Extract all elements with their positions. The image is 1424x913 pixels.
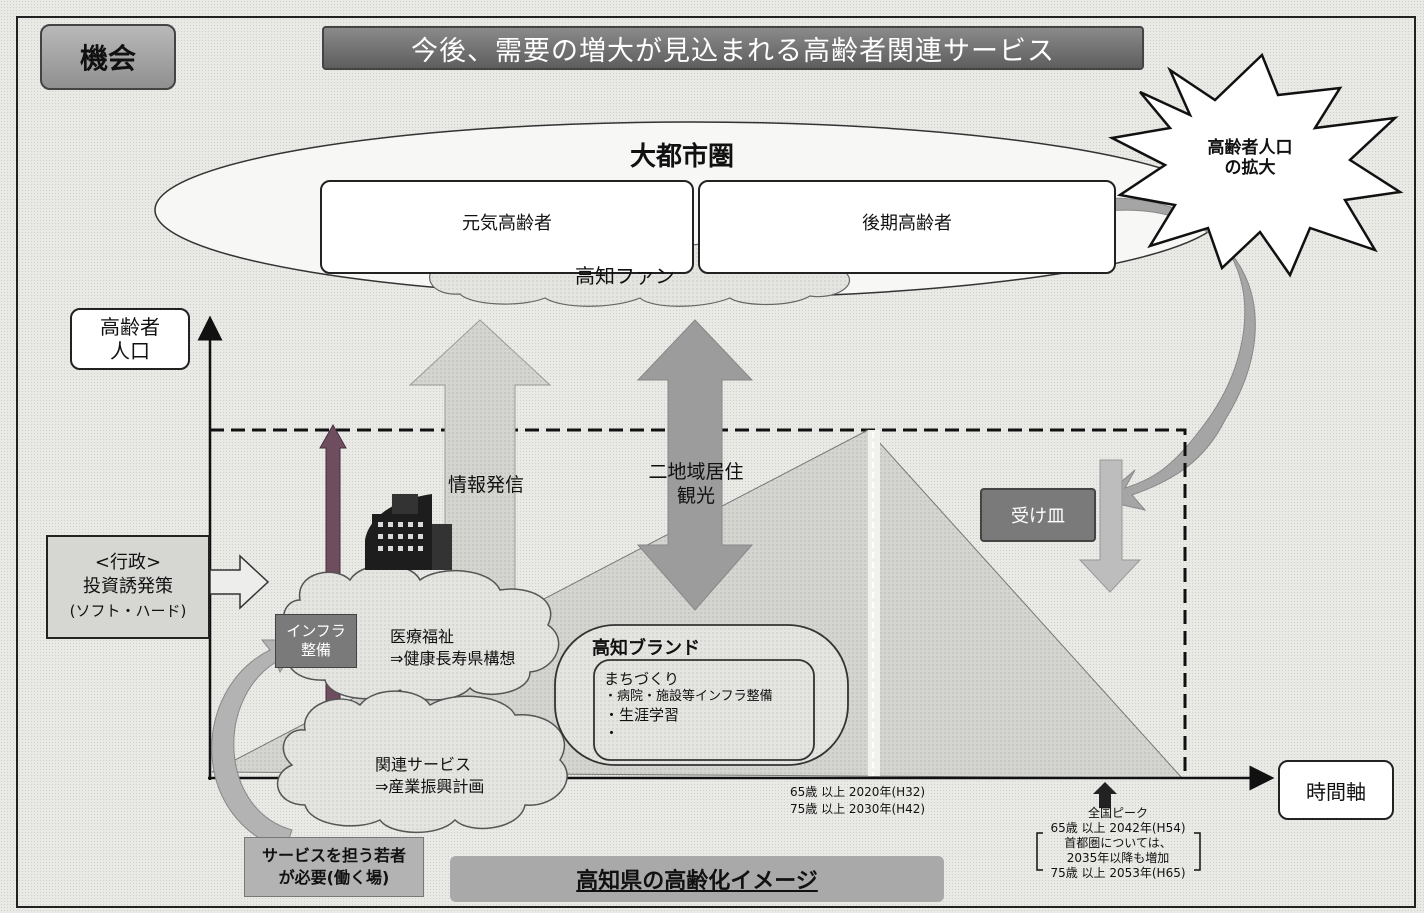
youth-box: サービスを担う若者 が必要(働く場) [244, 837, 424, 897]
dual-living-label: 二地域居住 観光 [626, 460, 766, 508]
age75-note: 75歳 以上 2030年(H42) [790, 802, 926, 816]
opportunity-label: 機会 [40, 24, 176, 90]
peak65-note: 65歳 以上 2042年(H54) [1050, 821, 1186, 835]
capital-note-1: 首都圏については、 [1064, 836, 1172, 850]
infra-line1: インフラ [286, 622, 346, 640]
info-label: 情報発信 [448, 474, 525, 496]
national-peak-title: 全国ピーク [1087, 806, 1148, 820]
medical-line2: ⇒健康長寿県構想 [390, 649, 516, 668]
late-elderly-label: 後期高齢者 [862, 213, 952, 234]
page-title: 今後、需要の増大が見込まれる高齢者関連サービス [322, 26, 1144, 70]
peak-arrow [1093, 782, 1117, 808]
return-arrow [1079, 197, 1256, 511]
burst-text: 高齢者人口 の拡大 [1180, 128, 1320, 188]
brand-title: 高知ブランド [592, 638, 700, 659]
y-axis-label: 高齢者 人口 [70, 308, 190, 370]
youth-line2: が必要(働く場) [278, 868, 390, 887]
kochi-fans-label: 高知ファン [575, 264, 675, 288]
brand-list: まちづくり ・病院・施設等インフラ整備 ・生涯学習 ・ [604, 670, 773, 742]
cloud-related [276, 690, 568, 834]
gov-arrow [209, 554, 270, 610]
dashed-boundary [210, 428, 1187, 778]
starburst [1108, 52, 1404, 278]
footer-caption: 高知県の高齢化イメージ [576, 869, 818, 894]
timeline-aging: 65歳 以上 2020年(H32) 75歳 以上 2030年(H42) [790, 784, 925, 818]
national-peak-notes: 全国ピーク 65歳 以上 2042年(H54) 首都圏については、 2035年以… [1018, 806, 1218, 881]
brand-item-2: ・生涯学習 [604, 706, 680, 724]
capital-note-2: 2035年以降も増加 [1066, 851, 1170, 865]
late-elderly-box: 後期高齢者 [698, 180, 1116, 274]
active-elderly-label: 元気高齢者 [462, 213, 552, 234]
brand-subtitle: まちづくり [604, 670, 680, 688]
gov-line1: <行政> [94, 552, 162, 573]
active-elderly-box: 元気高齢者 [320, 180, 694, 274]
peak75-note: 75歳 以上 2053年(H65) [1050, 866, 1186, 880]
building-icon [365, 494, 452, 570]
dual-living-line1: 二地域居住 [648, 461, 744, 483]
y-axis-line2: 人口 [110, 339, 150, 363]
related-line2: ⇒産業振興計画 [375, 777, 485, 796]
brand-item-1: ・病院・施設等インフラ整備 [604, 689, 773, 704]
dual-living-line2: 観光 [676, 485, 715, 507]
dual-living-arrow [636, 319, 754, 611]
metro-title: 大都市圏 [630, 142, 735, 172]
receiver-box: 受け皿 [980, 488, 1096, 542]
footer-caption-box: 高知県の高齢化イメージ [450, 856, 944, 902]
government-box: <行政> 投資誘発策 (ソフト・ハード) [46, 535, 210, 639]
related-line1: 関連サービス [375, 755, 472, 774]
youth-line1: サービスを担う若者 [261, 846, 406, 865]
infra-box: インフラ 整備 [275, 614, 357, 668]
x-axis-label: 時間軸 [1278, 760, 1394, 820]
gov-line2: 投資誘発策 [83, 576, 173, 597]
medical-label: 医療福祉 ⇒健康長寿県構想 [390, 626, 515, 670]
machizukuri-box [593, 659, 815, 761]
y-axis-line1: 高齢者 [100, 315, 160, 339]
gov-line3: (ソフト・ハード) [69, 602, 187, 620]
burst-line2: の拡大 [1224, 158, 1276, 178]
related-label: 関連サービス ⇒産業振興計画 [375, 754, 484, 798]
brand-item-3: ・ [604, 724, 620, 742]
diagram-frame [16, 16, 1416, 908]
age65-note: 65歳 以上 2020年(H32) [790, 785, 926, 799]
medical-line1: 医療福祉 [390, 627, 455, 646]
receiver-arrow [1078, 459, 1142, 593]
infra-line2: 整備 [300, 641, 331, 659]
burst-line1: 高齢者人口 [1207, 138, 1293, 158]
